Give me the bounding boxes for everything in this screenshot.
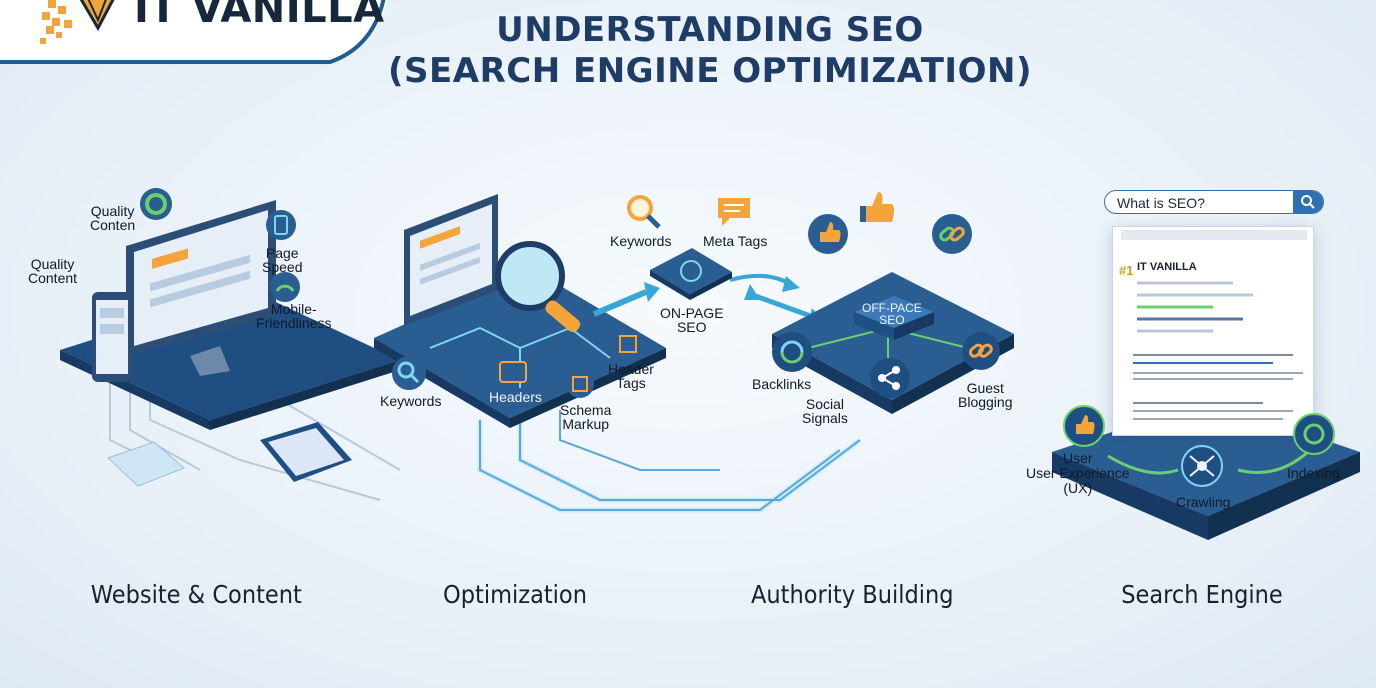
search-query-text: What is SEO? <box>1117 195 1205 211</box>
magnifier-icon <box>495 241 581 332</box>
headers-icon <box>499 361 527 383</box>
label-guest-blogging: Guest Blogging <box>958 380 1013 410</box>
label-keywords-left: Keywords <box>380 393 442 409</box>
keywords-icon <box>392 356 426 390</box>
label-backlinks: Backlinks <box>752 376 812 392</box>
label-keywords-top: Keywords <box>610 233 672 249</box>
schema-markup-icon <box>566 370 594 398</box>
section-website-content: Website & Content <box>90 580 302 609</box>
tablet-icon <box>260 422 352 482</box>
page-subtitle: (SEARCH ENGINE OPTIMIZATION) <box>388 51 1032 91</box>
label-indexing: Indexing <box>1287 465 1340 481</box>
monitor-icon <box>126 200 276 376</box>
thumbs-up-icon <box>808 214 848 254</box>
label-headers: Headers <box>489 389 542 405</box>
spider-icon <box>1181 445 1223 487</box>
browser-window-icon <box>404 194 498 326</box>
search-button[interactable] <box>1293 191 1323 213</box>
label-meta-tags: Meta Tags <box>703 233 768 249</box>
label-header-tags: Header Tags <box>608 361 654 391</box>
label-quality-content: Quality Content <box>28 256 78 286</box>
logo-mark-icon <box>40 0 115 44</box>
refresh-icon <box>772 332 812 372</box>
quality-content-icon <box>140 188 172 220</box>
card-tile <box>107 441 185 487</box>
page-speed-icon <box>266 210 296 240</box>
user-experience-icon <box>1063 405 1105 447</box>
thumbs-up-large-icon <box>860 192 894 222</box>
brand-logo-text[interactable]: IT VANILLA <box>134 0 385 32</box>
result-rank: #1 <box>1119 263 1134 278</box>
result-brand[interactable]: IT VANILLA <box>1137 261 1197 273</box>
search-input[interactable]: What is SEO? <box>1104 190 1324 214</box>
label-on-page-seo: ON-PAGE SEO <box>660 305 724 335</box>
guest-blogging-icon <box>962 332 1000 370</box>
phone-icon <box>92 292 132 382</box>
label-user-experience: User User Experience (UX) <box>1026 450 1130 496</box>
mobile-friendliness-icon <box>270 272 300 302</box>
header-tags-icon <box>612 328 644 360</box>
share-icon <box>870 358 910 398</box>
label-mobile-friendliness: Mobile- Friendliness <box>256 301 332 331</box>
off-page-hub <box>854 296 934 340</box>
label-social-signals: Social Signals <box>802 396 848 426</box>
section-search-engine: Search Engine <box>1121 580 1283 609</box>
on-page-platform <box>650 248 732 300</box>
search-icon <box>1301 195 1315 209</box>
label-schema-markup: Schema Markup <box>560 402 612 432</box>
arrow-to-on-page <box>592 273 826 326</box>
label-off-page-seo: OFF-PACE SEO <box>862 301 922 327</box>
link-chain-icon <box>932 214 972 254</box>
chat-bubble-icon <box>718 198 750 226</box>
label-page-speed: Page Speed <box>262 245 303 275</box>
section-authority-building: Authority Building <box>751 580 954 609</box>
keywords-top-icon <box>627 195 661 229</box>
indexing-icon <box>1293 413 1335 455</box>
search-results-card: #1 IT VANILLA <box>1112 226 1314 436</box>
label-quality-conten: Quality Conten <box>90 203 136 233</box>
label-crawling: Crawling <box>1176 494 1231 510</box>
section-optimization: Optimization <box>443 580 587 609</box>
serp-lines <box>1121 230 1307 420</box>
page-title: UNDERSTANDING SEO <box>496 10 924 50</box>
